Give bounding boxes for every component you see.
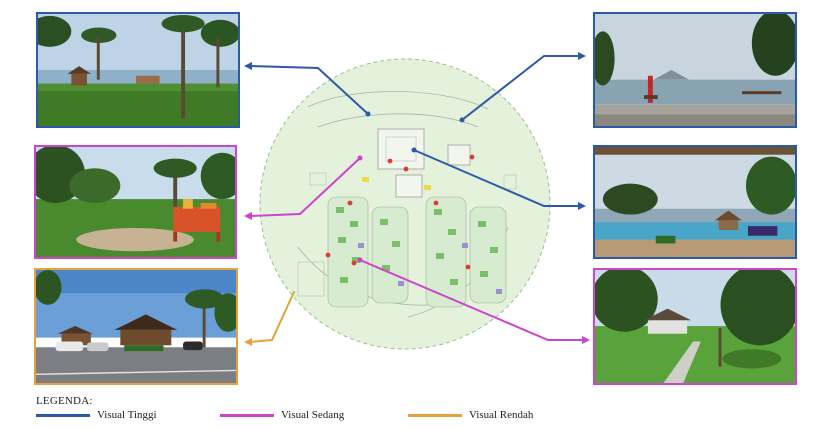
legend-label-medium: Visual Sedang (281, 409, 345, 421)
arrowhead-playground (244, 212, 252, 220)
arrowhead-parking-lodge (244, 338, 252, 346)
arrowhead-pool-view (578, 202, 586, 210)
legend-label-low: Visual Rendah (469, 409, 534, 421)
map-boundary (259, 58, 551, 350)
legend-swatch-low (408, 413, 462, 417)
legend-item-high: Visual Tinggi (36, 409, 157, 421)
parking-lodge-photo (34, 268, 238, 385)
arrowhead-seaside-pier (578, 52, 586, 60)
legend-swatch-medium (220, 413, 274, 417)
garden-path-photo (593, 268, 797, 385)
legend-swatch-high (36, 413, 90, 417)
legend-title: LEGENDA: (36, 395, 93, 407)
legend-item-low: Visual Rendah (408, 409, 533, 421)
legend-label-high: Visual Tinggi (97, 409, 157, 421)
pool-view-photo (593, 145, 797, 259)
site-plan-map (259, 58, 551, 350)
seaside-pier-photo (593, 12, 797, 128)
arrowhead-garden-path (582, 336, 590, 344)
arrowhead-beach-gazebo (244, 62, 252, 70)
legend-item-medium: Visual Sedang (220, 409, 344, 421)
beach-gazebo-photo (36, 12, 240, 128)
playground-photo (34, 145, 237, 259)
